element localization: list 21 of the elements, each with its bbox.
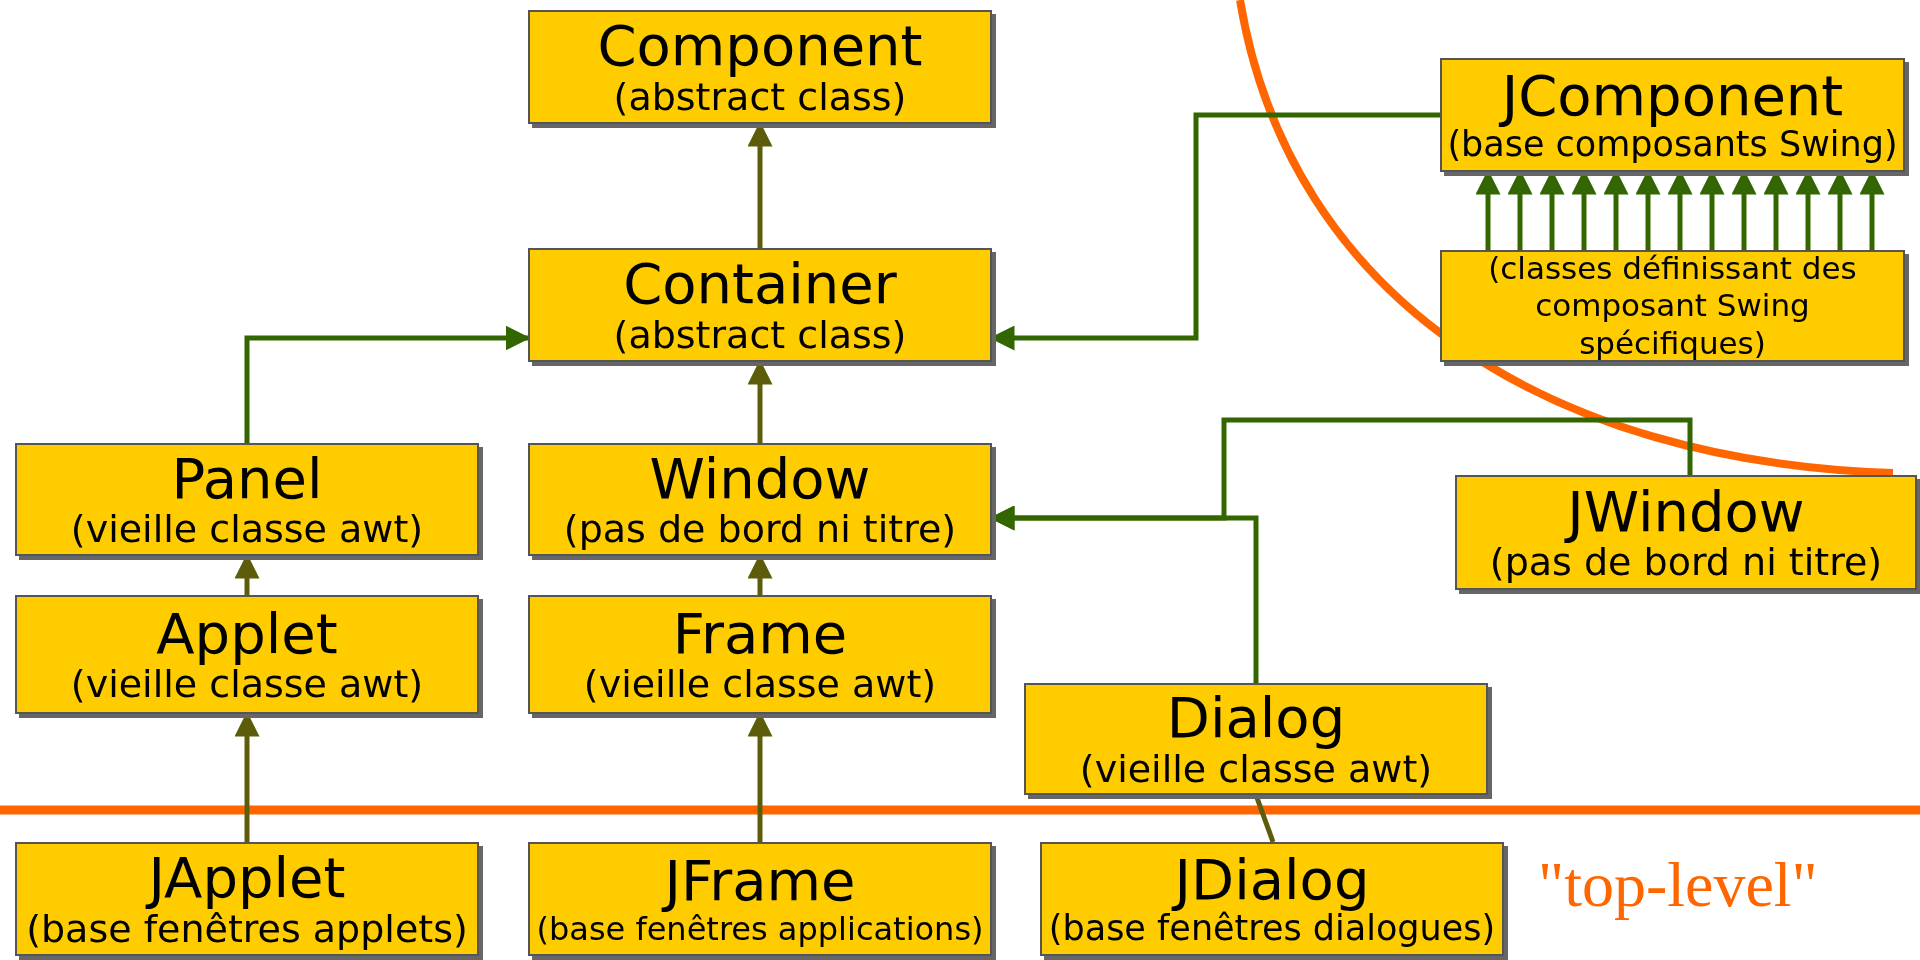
class-name: Applet (156, 603, 338, 665)
class-description: (base fenêtres applets) (26, 908, 468, 950)
class-description: (base fenêtres applications) (536, 911, 984, 947)
class-description: (classes définissant des composant Swing spécifiques) (1487, 250, 1858, 362)
class-description: (vieille classe awt) (583, 664, 937, 706)
note-text: "top-level" (1538, 848, 1818, 922)
class-name: Frame (672, 603, 848, 665)
class-description: (pas de bord ni titre) (563, 509, 957, 551)
class-name: Panel (171, 448, 323, 510)
class-description: (abstract class) (613, 76, 907, 118)
class-name: Window (649, 448, 871, 510)
class-description: (base composants Swing) (1447, 126, 1898, 165)
class-description: (abstract class) (613, 314, 907, 356)
class-description: (vieille classe awt) (70, 509, 424, 551)
class-name: Component (597, 16, 923, 77)
class-name: Dialog (1166, 688, 1346, 749)
class-description: (pas de bord ni titre) (1489, 542, 1883, 584)
class-name: Container (623, 254, 897, 315)
class-description: (base fenêtres dialogues) (1048, 910, 1496, 949)
class-description: (vieille classe awt) (1079, 748, 1433, 790)
class-description: (vieille classe awt) (70, 664, 424, 706)
